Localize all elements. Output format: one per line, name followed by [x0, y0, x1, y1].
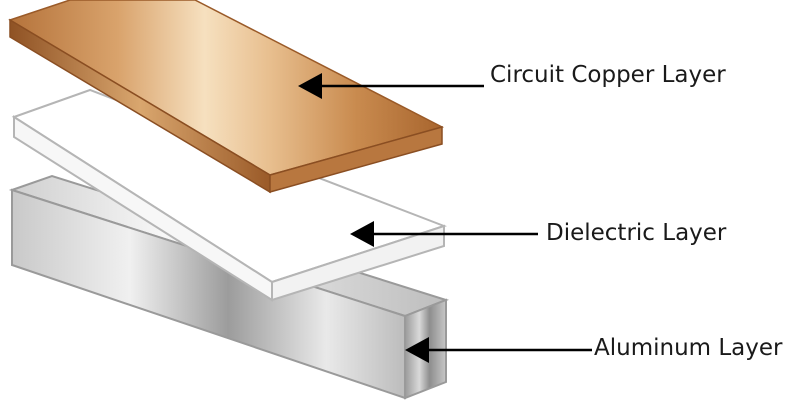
- dielectric-callout-arrow: [350, 221, 538, 247]
- copper-layer-label: Circuit Copper Layer: [490, 62, 726, 88]
- copper-callout-arrow: [298, 73, 484, 99]
- copper-right-edge: [269, 126, 443, 193]
- aluminum-callout-arrow: [405, 337, 592, 363]
- aluminum-layer-label: Aluminum Layer: [594, 335, 783, 361]
- dielectric-layer: [11, 88, 447, 302]
- dielectric-layer-label: Dielectric Layer: [546, 220, 727, 246]
- copper-layer: [8, 0, 445, 194]
- dielectric-right-edge: [271, 224, 445, 302]
